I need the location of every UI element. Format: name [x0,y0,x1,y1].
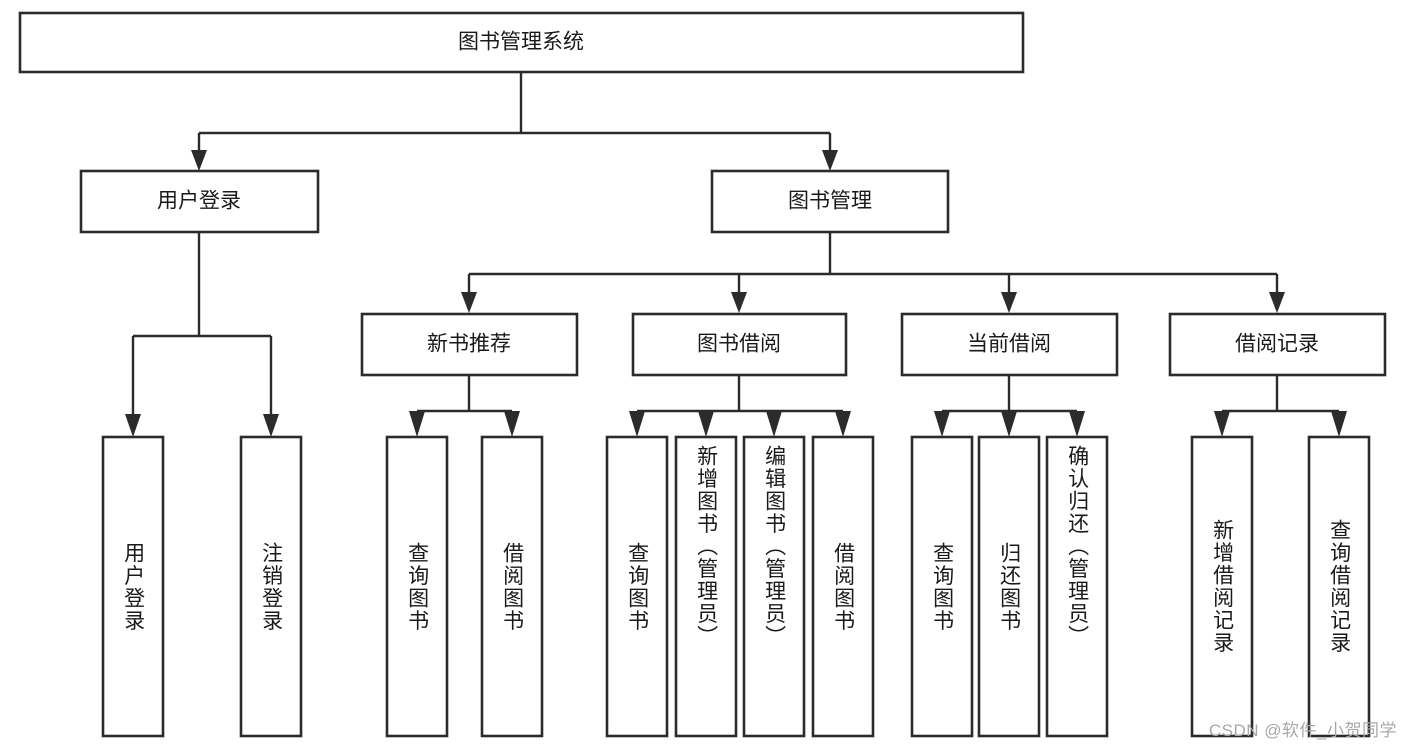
arrowhead-book-mgmt [822,150,838,171]
node-user-login-box[interactable] [79,169,320,234]
arrowhead-current-borrow [1001,292,1017,313]
node-new-book-rec-label: 新书推荐 [427,333,511,356]
arrowhead-new-book-rec [461,292,477,313]
arrowhead-bb-borrow [835,411,851,437]
leaf-box-cb-query[interactable] [910,435,974,738]
node-book-borrow-label: 图书借阅 [697,333,781,356]
node-root-label: 图书管理系统 [458,31,584,54]
node-current-borrow-label: 当前借阅 [967,333,1051,356]
connector-layer [125,72,1347,437]
arrowhead-cb-return [1001,411,1017,437]
arrowhead-cb-confirm [1069,411,1085,437]
leaf-box-bb-borrow[interactable] [811,435,875,738]
node-user-login-label: 用户登录 [157,190,241,213]
csdn-watermark: CSDN @软件_小贺同学 [1208,721,1397,740]
arrowhead-book-borrow [731,292,747,313]
arrowhead-newbook-query [409,411,425,437]
arrowhead-newbook-borrow [504,411,520,437]
leaf-box-newbook-borrow[interactable] [480,435,544,738]
node-current-borrow-box[interactable] [900,312,1119,377]
leaf-box-bb-edit[interactable] [742,435,806,738]
node-new-book-rec-box[interactable] [360,312,579,377]
arrowhead-bb-query [629,411,645,437]
leaf-box-newbook-query[interactable] [385,435,449,738]
arrowhead-cb-query [934,411,950,437]
arrowhead-rec-add [1214,411,1230,437]
node-borrow-record-box[interactable] [1168,312,1387,377]
node-borrow-record-label: 借阅记录 [1235,333,1319,356]
leaf-box-rec-add[interactable] [1190,435,1254,738]
leaf-box-bb-add[interactable] [674,435,738,738]
leaf-box-cb-return[interactable] [977,435,1041,738]
node-book-mgmt-box[interactable] [710,169,950,234]
leaf-box-logout[interactable] [239,435,303,738]
arrowhead-user-login [191,150,207,171]
node-root-box[interactable] [18,11,1025,74]
node-layer: 图书管理系统 用户登录 图书管理 新书推荐 图书借阅 当前借阅 借阅记录 [18,11,1387,738]
arrowhead-borrow-record [1269,292,1285,313]
node-book-mgmt-label: 图书管理 [788,190,872,213]
arrowhead-leaf-logout [263,414,279,437]
leaf-box-bb-query[interactable] [605,435,669,738]
leaf-box-rec-query[interactable] [1307,435,1371,738]
node-book-borrow-box[interactable] [631,312,848,377]
arrowhead-bb-add [698,411,714,437]
leaf-box-user-login[interactable] [101,435,165,738]
leaf-box-cb-confirm[interactable] [1045,435,1109,738]
arrowhead-leaf-user-login [125,414,141,437]
arrowhead-rec-query [1331,411,1347,437]
arrowhead-bb-edit [766,411,782,437]
